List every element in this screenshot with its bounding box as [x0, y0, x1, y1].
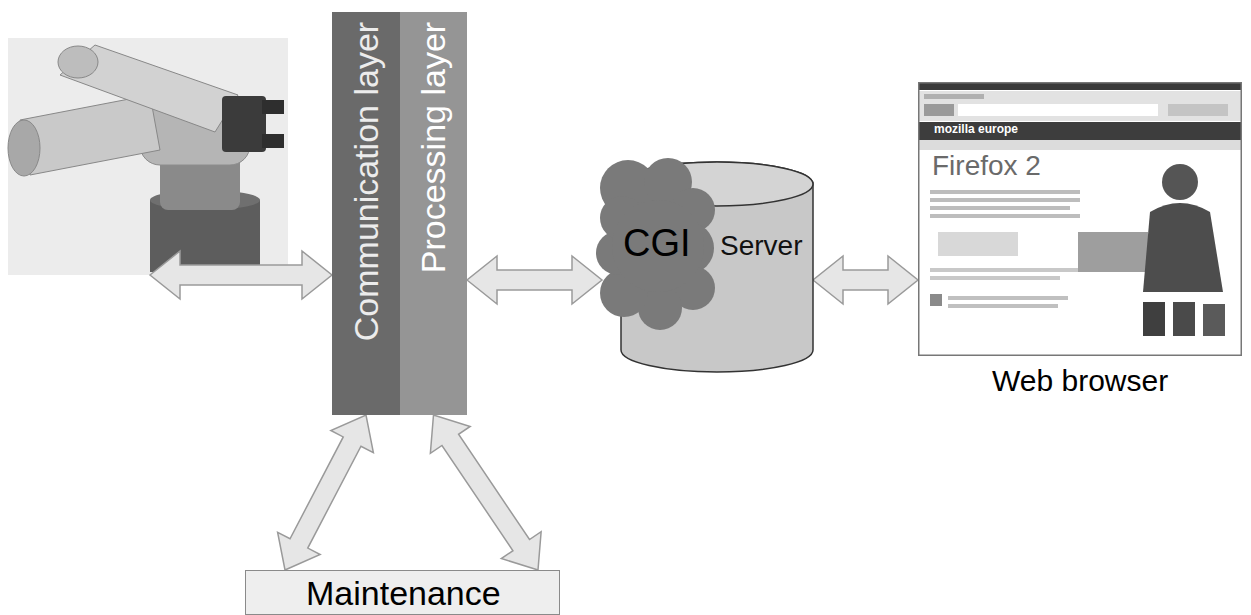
processing-layer-bar: Processing layer — [400, 12, 467, 415]
cloud-puff — [600, 269, 648, 317]
node-label: Server — [720, 230, 802, 262]
screenshot-part — [930, 198, 1080, 202]
screenshot-part — [918, 122, 1242, 140]
cloud-puff — [638, 286, 682, 330]
screenshot-part — [930, 190, 1080, 194]
screenshot-part — [1203, 304, 1225, 336]
screenshot-part — [1143, 302, 1165, 336]
node-label: Communication layer — [347, 22, 386, 341]
node-label: Web browser — [992, 364, 1168, 399]
screenshot-part — [918, 82, 1242, 356]
screenshot-part — [924, 94, 984, 99]
browser-site-name: mozilla europe — [934, 123, 1018, 137]
screenshot-part — [948, 296, 1068, 300]
robot-elbow — [8, 120, 40, 176]
screenshot-figure-body — [1143, 203, 1223, 292]
maintenance-box: Maintenance — [245, 570, 560, 615]
screenshot-part — [924, 104, 954, 116]
screenshot-part — [938, 232, 1018, 256]
photo-ground — [8, 38, 288, 275]
robot-link-arrow — [150, 251, 332, 299]
cloud-puff — [644, 158, 692, 206]
double-arrow — [278, 415, 374, 570]
robot-finger — [262, 134, 284, 148]
double-arrow — [430, 415, 541, 570]
node-label: Maintenance — [306, 574, 501, 613]
cloud-puff — [600, 196, 644, 240]
cloud-puff — [671, 266, 715, 310]
robot-finger — [262, 100, 284, 114]
robot-upper-arm — [20, 95, 160, 175]
double-arrow — [813, 256, 918, 304]
browser-screenshot — [918, 82, 1242, 356]
screenshot-part — [930, 294, 942, 306]
robot-wrist — [222, 96, 266, 152]
screenshot-part — [1168, 104, 1228, 116]
cloud-puff — [600, 160, 656, 216]
cylinder-body — [621, 162, 813, 372]
robot-joint — [58, 46, 98, 78]
screenshot-frame — [919, 83, 1242, 356]
cloud-shape — [598, 158, 716, 330]
screenshot-part — [930, 206, 1070, 210]
screenshot-part — [948, 304, 1058, 308]
web-browser-window: Web browser — [918, 82, 1242, 356]
robot-arm — [8, 38, 288, 275]
node-label: CGI — [623, 222, 691, 266]
screenshot-part — [958, 104, 1158, 116]
node-label: Processing layer — [414, 22, 453, 273]
double-arrow — [467, 256, 602, 304]
cloud-puff — [612, 200, 704, 292]
screenshot-part — [918, 82, 1242, 90]
screenshot-part — [1078, 232, 1148, 272]
communication-layer-bar: Communication layer — [332, 12, 400, 415]
server-cylinder: Server — [620, 162, 814, 372]
screenshot-part — [1173, 302, 1195, 336]
browser-page-heading: Firefox 2 — [932, 150, 1041, 182]
cloud-puff — [662, 222, 714, 274]
screenshot-part — [930, 214, 1080, 218]
screenshot-part — [930, 268, 1080, 272]
cylinder-top — [621, 162, 813, 206]
cloud-puff — [671, 188, 715, 232]
screenshot-part — [930, 276, 1060, 280]
screenshot-part — [918, 140, 1242, 150]
cgi-cloud: CGI — [598, 158, 716, 330]
cylinder-shape — [620, 162, 814, 372]
screenshot-part — [918, 91, 1242, 121]
screenshot-figure-head — [1162, 164, 1198, 200]
cloud-puff — [596, 231, 640, 275]
